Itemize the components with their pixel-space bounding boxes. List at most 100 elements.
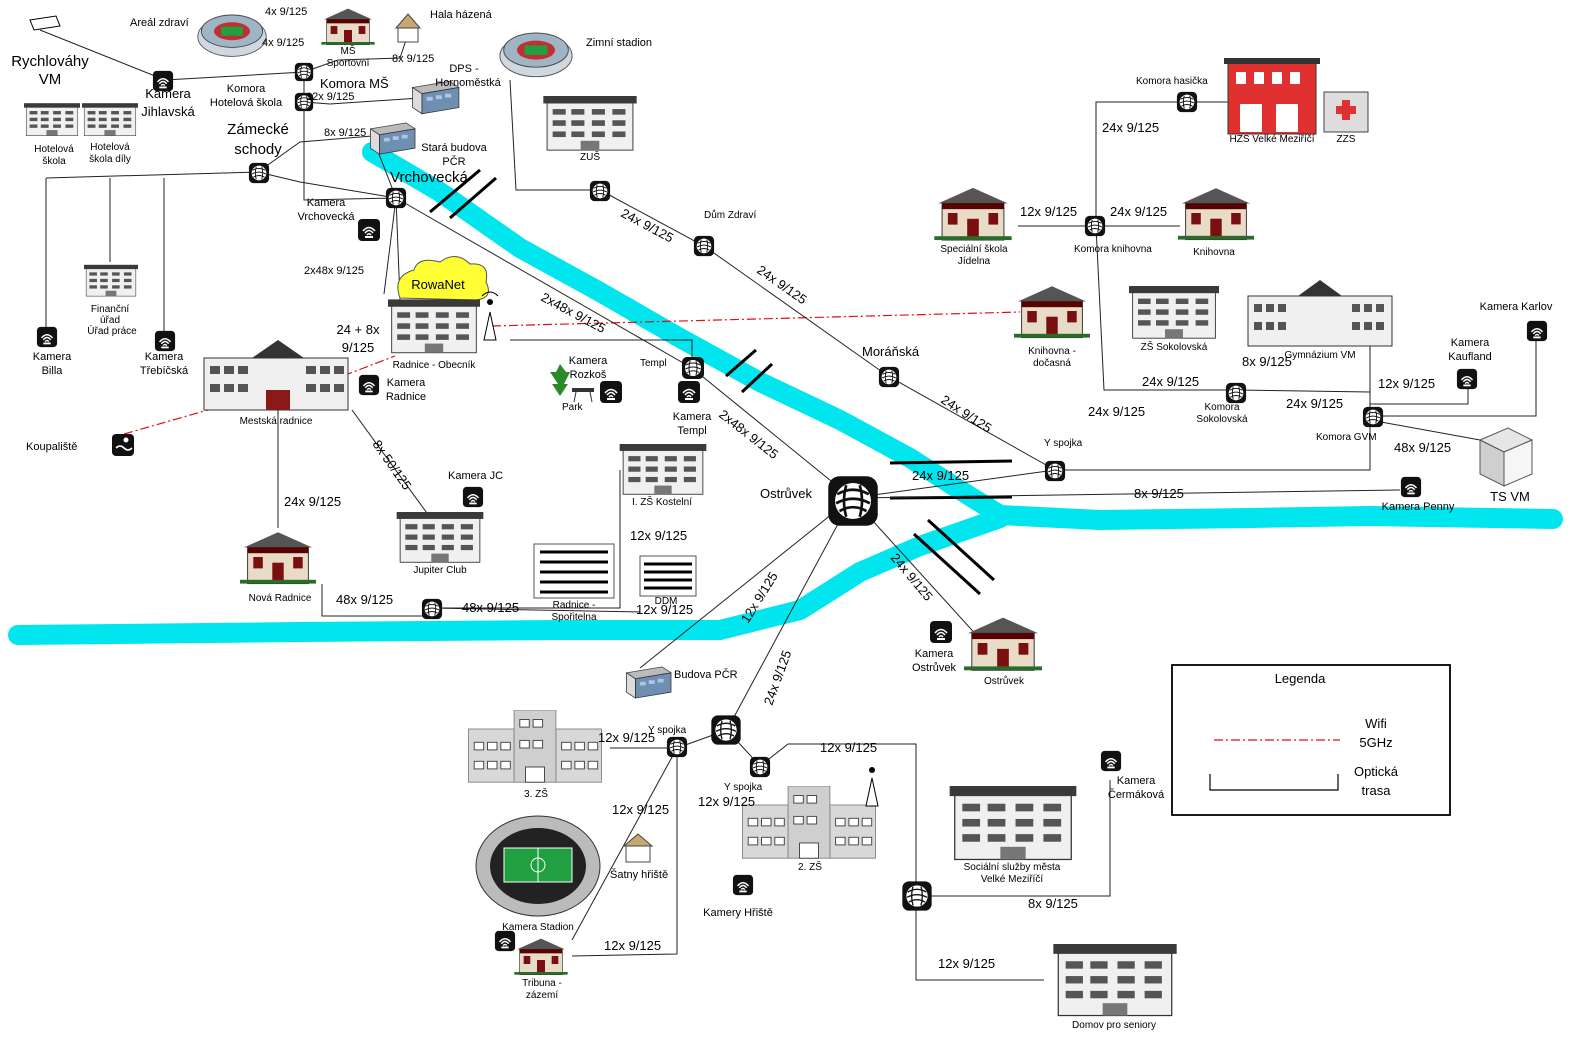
- camera-karlov-icon[interactable]: [1526, 320, 1548, 342]
- vrchovecka-router[interactable]: [385, 187, 407, 209]
- gymnazium-building: [1247, 280, 1393, 347]
- vrchovecka-label: Vrchovecká: [390, 169, 468, 186]
- moranska-label: Moráňská: [862, 344, 920, 359]
- jupiter-router[interactable]: [421, 598, 443, 620]
- zs-kostelni-building: [619, 444, 707, 495]
- zs2-antenna-icon: [865, 767, 879, 807]
- camera-karlov-label: Kamera Karlov: [1480, 301, 1553, 313]
- financni-urad-building: [84, 264, 138, 297]
- zimni-stadion-label: Zimní stadion: [586, 37, 652, 49]
- camera-cermakova-icon[interactable]: [1100, 750, 1122, 772]
- komora-gvm-router[interactable]: [1362, 406, 1384, 428]
- south-hub-router[interactable]: [710, 714, 742, 746]
- dum-zdravi-router[interactable]: [693, 235, 715, 257]
- ddm-building: [639, 555, 697, 597]
- cable-label: 24x 9/125: [938, 392, 994, 436]
- knihovna-house: [1178, 187, 1254, 241]
- cable-label: 8x 50/125: [370, 437, 415, 492]
- camera-radnice-icon[interactable]: [358, 374, 380, 396]
- ostruvek-label: Ostrůvek: [760, 486, 813, 501]
- camera-templ-icon[interactable]: [677, 380, 701, 404]
- camera-billa-icon[interactable]: [36, 326, 58, 348]
- komora-ms-router[interactable]: [294, 62, 314, 82]
- knihovna-docasna-label: Knihovna -dočasná: [1028, 346, 1076, 369]
- y-spojka-2zs-router[interactable]: [749, 756, 771, 778]
- zus-building: [542, 96, 638, 151]
- camera-hriste-icon[interactable]: [732, 874, 754, 896]
- cable-label: 24x 9/125: [619, 205, 676, 245]
- camera-penny-label: Kamera Penny: [1382, 501, 1455, 513]
- cable-label: 24x 9/125: [754, 262, 809, 307]
- cable-label: 12x 9/125: [1020, 204, 1077, 219]
- zus-router[interactable]: [589, 180, 611, 202]
- dps-label: DPS -Hornoměstká: [435, 63, 501, 89]
- y-spojka-3zs-router[interactable]: [666, 736, 688, 758]
- camera-trebicska-icon[interactable]: [154, 330, 176, 352]
- radnice-spotelna-building: [533, 543, 615, 599]
- cable-label: 24x 9/125: [284, 494, 341, 509]
- cable-label: 24x 9/125: [1102, 120, 1159, 135]
- templ-router[interactable]: [681, 356, 705, 380]
- camera-penny-icon[interactable]: [1400, 476, 1422, 498]
- knihovna-label: Knihovna: [1193, 247, 1235, 258]
- camera-vrchovecka-icon[interactable]: [357, 218, 381, 242]
- cable-label: 24x 9/125: [1142, 374, 1199, 389]
- socialni-router[interactable]: [901, 880, 933, 912]
- hala-hazena-label: Hala házená: [430, 9, 493, 21]
- cable-label: 12x 9/125: [636, 602, 693, 617]
- cable-label: 24x 9/125: [1286, 396, 1343, 411]
- y-spojka-east-router[interactable]: [1044, 460, 1066, 482]
- camera-jc-icon[interactable]: [462, 486, 484, 508]
- camera-kaufland-icon[interactable]: [1456, 368, 1478, 390]
- komora-hasicka-label: Komora hasička: [1136, 76, 1208, 87]
- ostruvek-hub[interactable]: [826, 474, 880, 528]
- komora-hasicka-router[interactable]: [1176, 91, 1198, 113]
- templ-label: Templ: [640, 358, 667, 369]
- zamecke-schody-router[interactable]: [248, 162, 270, 184]
- specialni-skola-building: [933, 187, 1013, 241]
- camera-rozkos-icon[interactable]: [599, 380, 623, 404]
- komora-knihovna-router[interactable]: [1084, 215, 1106, 237]
- park-label: Park: [562, 402, 584, 413]
- stara-budova-pcr-building: [370, 122, 416, 155]
- cable-label: 12x 9/125: [306, 91, 354, 103]
- park-tree-icon: [550, 364, 594, 403]
- rowanet-label: RowaNet: [411, 277, 465, 292]
- cable-label: 12x 9/125: [612, 802, 669, 817]
- mestska-radnice-label: Mestská radnice: [240, 416, 313, 427]
- zs3-label: 3. ZŠ: [524, 787, 548, 800]
- bridge-ostruvek-south: [912, 518, 996, 596]
- gymnazium-label: Gymnázium VM: [1284, 350, 1355, 361]
- komora-sokolovska-router[interactable]: [1225, 382, 1247, 404]
- legend-fiber-line: [1209, 774, 1339, 791]
- moranska-router[interactable]: [878, 366, 900, 388]
- rychlovahy-device: [29, 15, 61, 31]
- camera-stadion-icon[interactable]: [494, 930, 516, 952]
- cable-label: 24x 9/125: [1088, 404, 1145, 419]
- zzs-label: ZZS: [1337, 134, 1356, 145]
- zimni-stadion-stadium: [499, 32, 573, 78]
- radnice-obecnik-building: [388, 298, 480, 354]
- domov-seniory-label: Domov pro seniory: [1072, 1020, 1156, 1031]
- camera-ostruvek-icon[interactable]: [929, 620, 953, 644]
- areal-zdravi-stadium: [197, 14, 267, 57]
- domov-seniory-building: [1052, 944, 1178, 1017]
- komora-ms-label: Komora MŠ: [320, 76, 389, 91]
- radnice-spotelna-label: Radnice -Spořitelna: [551, 600, 596, 623]
